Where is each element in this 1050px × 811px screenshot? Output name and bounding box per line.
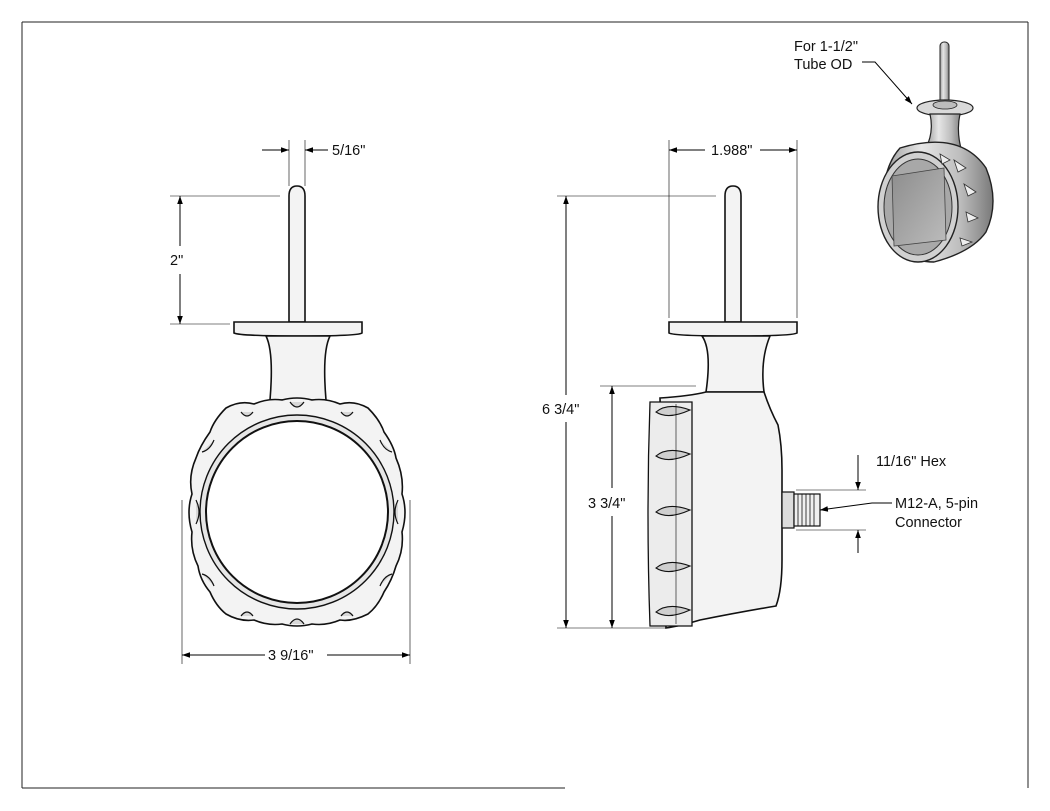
drawing-border <box>21 21 1029 789</box>
front-dimensions <box>170 140 411 664</box>
neck <box>700 335 772 393</box>
front-view <box>188 185 406 627</box>
dim-stem-spacing: 1.988" <box>711 143 752 159</box>
iso-note-line1: For 1-1/2" <box>794 39 858 55</box>
hex-nut <box>781 491 795 529</box>
side-view <box>647 185 821 629</box>
dim-housing-width: 3 9/16" <box>268 648 313 664</box>
stem <box>724 185 742 323</box>
iso-view <box>877 41 994 263</box>
dim-stem-diameter: 5/16" <box>332 143 365 159</box>
dim-overall-height: 6 3/4" <box>542 402 579 418</box>
flange <box>668 321 798 337</box>
stem <box>288 185 306 323</box>
side-dimensions <box>557 140 892 629</box>
iso-note-leader <box>862 61 913 105</box>
dim-housing-height: 3 3/4" <box>588 496 625 512</box>
label-connector-line1: M12-A, 5-pin <box>895 496 978 512</box>
iso-note-line2: Tube OD <box>794 57 852 73</box>
dim-stem-length: 2" <box>170 253 183 269</box>
label-connector-line2: Connector <box>895 515 962 531</box>
label-hex-size: 11/16" Hex <box>876 454 947 470</box>
flange <box>233 321 363 337</box>
neck <box>264 335 332 401</box>
face <box>205 420 389 604</box>
